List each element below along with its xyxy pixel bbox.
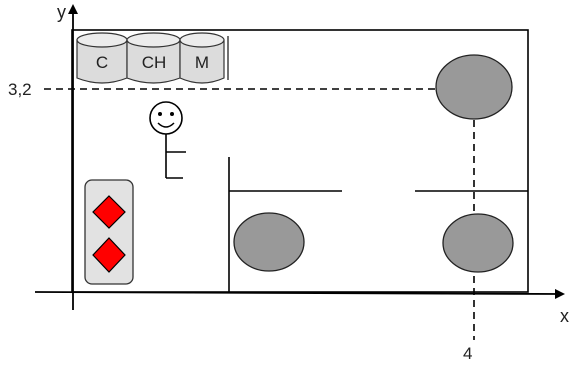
table-top-right [435,54,513,120]
container-label: M [195,53,209,72]
room-outline [71,29,529,293]
container-label: CH [142,53,167,72]
y-marker-label: 3,2 [8,80,32,99]
container-label: C [96,53,108,72]
x-axis [34,288,565,299]
x-axis-label: x [560,306,569,326]
y-axis-label: y [57,2,66,22]
container-m: M [179,32,225,84]
container-ch: CH [126,32,181,84]
table-bottom-left [233,212,305,272]
container-c: C [76,32,128,84]
table-bottom-right [442,213,514,273]
diamond-symbol [92,195,126,229]
playing-card [84,179,134,285]
person-figure [149,101,186,179]
x-marker-label: 4 [463,344,472,363]
diamond-symbol [92,237,126,273]
